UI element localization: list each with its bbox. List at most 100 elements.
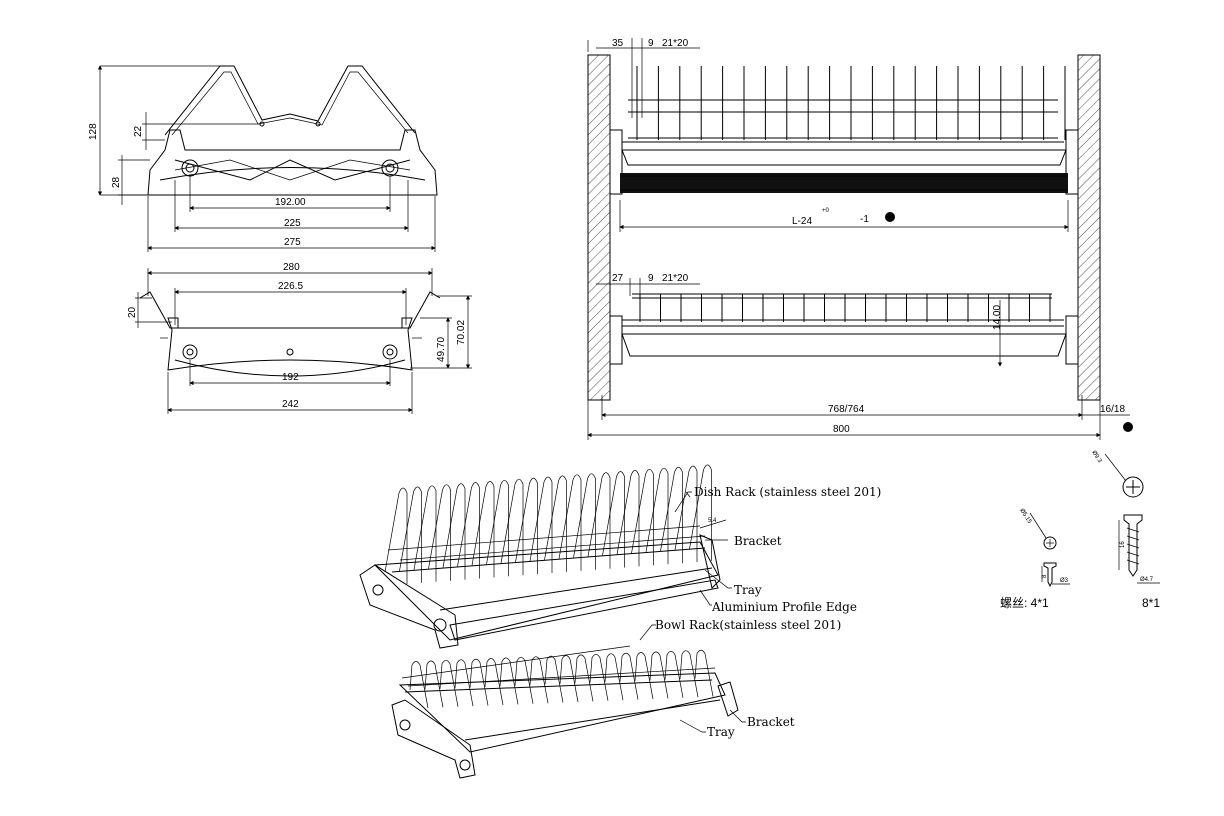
dim-bowl-hole-span: 192 (282, 372, 299, 383)
iso-dish-wire (500, 478, 524, 576)
iso-dish-bracket-left (359, 564, 459, 649)
iso-dish-wire (442, 483, 466, 580)
iso-bowl-wire (634, 652, 654, 700)
tol-upper: +0 (822, 208, 830, 214)
iso-dish-wire (689, 464, 712, 561)
front-dim-mid-0: 27 (612, 273, 624, 284)
iso-bowl-wire (604, 653, 624, 701)
iso-dish-wire (413, 485, 437, 582)
iso-dish-wire (674, 465, 698, 562)
iso-dish-wire (529, 476, 553, 573)
iso-aluminium-edge (449, 579, 719, 641)
screw-large: Ø9.3 16 Ø4.7 8*1 (1090, 450, 1160, 610)
iso-bowl-wire (679, 650, 699, 698)
iso-dish-wire (616, 470, 640, 567)
top-tray (621, 149, 1067, 166)
dim-lip: 20 (127, 306, 138, 318)
dim-hole-span: 192.00 (275, 197, 306, 208)
large-screw-body (1123, 514, 1143, 577)
dim-lower: 28 (111, 176, 122, 188)
bowl-side-view: 280 226.5 20 49.70 70.02 192 242 (127, 262, 472, 414)
front-view: 35 9 21*20 L-24 +0 -1 27 9 21*20 14.00 7 (587, 38, 1133, 440)
front-dim-mid-2: 21*20 (662, 273, 689, 284)
callout-dish-rack: Dish Rack (stainless steel 201) (694, 485, 881, 499)
iso-bowl-tray (398, 672, 726, 753)
dim-side-gap: 16/18 (1100, 404, 1125, 415)
dim-total: 800 (833, 424, 850, 435)
iso-bowl-wire (649, 651, 669, 699)
bowl-rack-wires (639, 294, 1051, 322)
iso-bowl-wire (409, 661, 429, 709)
dim-h1: 49.70 (436, 337, 447, 362)
callout-bowl-rack: Bowl Rack(stainless steel 201) (655, 618, 841, 632)
screw-small: Ø5.15 8 Ø3 螺丝: 4*1 (1000, 508, 1070, 610)
dim-top-width: 280 (283, 262, 300, 273)
small-screw-label: 螺丝: 4*1 (1000, 596, 1049, 610)
iso-bowl-wire (694, 649, 714, 697)
iso-dish-wire (384, 487, 408, 584)
dim-base-width: 242 (282, 399, 299, 410)
dish-rack-wires (636, 66, 1066, 140)
side-view: 128 22 28 192.00 225 275 (88, 65, 438, 252)
bracket-body (147, 129, 438, 196)
iso-dish-wire (471, 481, 495, 578)
front-dim-top-2: 21*20 (662, 38, 689, 49)
iso-dish-wire (515, 477, 538, 575)
dim-top-gap: 22 (133, 125, 144, 137)
large-dia: Ø9.3 (1090, 450, 1102, 465)
iso-dish-wire (645, 467, 669, 565)
front-dim-top-0: 35 (612, 38, 624, 49)
dim-inner-width-front: 768/764 (828, 404, 865, 415)
large-len: 16 (1120, 541, 1126, 548)
marker-dot-top (885, 212, 895, 222)
large-screw-label: 8*1 (1142, 596, 1160, 610)
dim-length: L-24 (792, 216, 812, 227)
aluminium-profile-front (620, 173, 1068, 193)
iso-dish-wire (457, 482, 480, 579)
iso-dish-wire (428, 484, 451, 581)
tol-lower: -1 (860, 214, 869, 225)
marker-dot-bottom (1123, 422, 1133, 432)
callout-tray-top: Tray (734, 583, 762, 597)
small-shank: Ø3 (1060, 578, 1069, 584)
iso-dish-wire (660, 466, 683, 564)
bowl-bracket (167, 317, 413, 371)
front-dim-top-1: 9 (648, 38, 654, 49)
svg-text:5.4: 5.4 (708, 518, 717, 524)
left-wall (587, 54, 611, 401)
small-len: 8 (1042, 574, 1048, 578)
bottom-tray (621, 333, 1067, 357)
dim-inner: 225 (284, 218, 301, 229)
iso-bowl-rack: Bowl Rack(stainless steel 201) Bracket T… (391, 618, 841, 779)
dim-h2: 70.02 (456, 320, 467, 345)
iso-bowl-wire (529, 656, 549, 704)
iso-dish-rack: 5.4 Dish Rack (stainless steel 201) Brac… (359, 464, 881, 649)
iso-bowl-wire (664, 650, 684, 698)
iso-bowl-wire (439, 659, 459, 707)
iso-dish-wire (631, 468, 654, 566)
small-dia: Ø5.15 (1018, 508, 1032, 526)
small-screw-head (1043, 536, 1057, 550)
front-dim-mid-1: 9 (648, 273, 654, 284)
iso-bowl-wire (424, 660, 444, 708)
iso-bowl-wire (454, 659, 474, 707)
iso-dish-wire (558, 474, 582, 571)
iso-bowl-wire (589, 653, 609, 701)
iso-dish-wire (544, 475, 567, 572)
iso-bowl-wire (574, 654, 594, 702)
iso-dish-wire (486, 479, 509, 577)
callout-tray-bottom: Tray (707, 725, 735, 739)
iso-dish-wire (573, 473, 596, 570)
bowl-wire-profile (139, 291, 441, 329)
iso-dish-wire (399, 486, 422, 583)
iso-dish-tray (373, 541, 719, 641)
iso-dish-wire (602, 471, 625, 568)
iso-dish-wire (587, 472, 611, 569)
dim-outer: 275 (284, 237, 301, 248)
callout-aluminium: Aluminium Profile Edge (711, 600, 857, 614)
dim-inner-width: 226.5 (278, 281, 303, 292)
dim-height: 128 (88, 123, 99, 140)
callout-bracket-bottom: Bracket (747, 715, 795, 729)
iso-bowl-wire (544, 655, 564, 703)
